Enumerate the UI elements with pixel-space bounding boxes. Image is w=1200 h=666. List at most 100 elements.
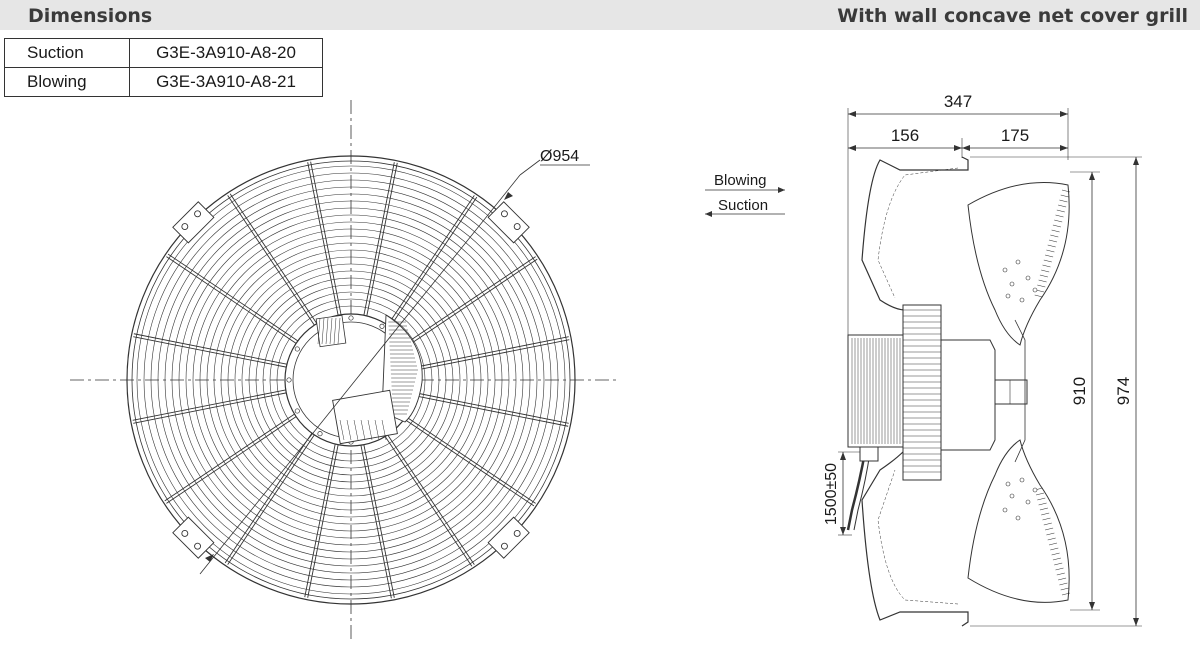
arrow-head <box>504 192 513 200</box>
grill-spoke <box>403 418 535 507</box>
suction-arrow-head <box>705 211 712 217</box>
blade-serration <box>1054 219 1063 223</box>
grill-ring <box>192 221 510 539</box>
grill-ring <box>234 263 468 497</box>
grill-spoke <box>227 434 315 565</box>
blade-serration <box>1046 532 1055 536</box>
terminal-rib <box>374 419 380 441</box>
grill-spoke <box>415 395 569 427</box>
blade-serration <box>1050 547 1059 551</box>
grill-spoke <box>363 444 395 598</box>
blade-serration <box>1042 264 1051 268</box>
arrow-head <box>848 111 856 117</box>
hub-bolt <box>348 315 354 321</box>
table-row: Blowing G3E-3A910-A8-21 <box>4 67 323 97</box>
blade-serration <box>1060 194 1069 198</box>
grill-spoke <box>387 434 475 565</box>
grill-spoke <box>164 413 295 502</box>
side-view <box>838 108 1142 627</box>
terminal-rib <box>353 419 359 441</box>
bracket-hole <box>194 210 202 218</box>
motor-body <box>847 334 904 448</box>
bracket-hole <box>500 542 508 550</box>
blade-hole <box>1025 275 1031 281</box>
grill-spoke <box>133 333 287 365</box>
diameter-leader <box>519 159 541 176</box>
blade-serration <box>1055 214 1064 218</box>
grill-spoke <box>360 445 392 599</box>
hub-bolt <box>286 377 292 383</box>
blade-serration <box>1052 557 1061 561</box>
grill-spoke <box>405 256 536 344</box>
blade-serration <box>1042 517 1051 521</box>
header-title: Dimensions <box>28 5 153 27</box>
blade-serration <box>1046 249 1055 253</box>
arrow-head <box>840 452 846 460</box>
shaft <box>994 379 1028 405</box>
mounting-brackets <box>172 201 530 559</box>
grill-ring <box>143 172 559 588</box>
bracket-plate <box>172 201 215 244</box>
blade-serration <box>1050 234 1059 238</box>
mounting-bracket <box>487 516 530 559</box>
motor-fins <box>851 338 901 444</box>
grill-profile-inner <box>877 167 959 299</box>
grill-ring <box>157 186 545 574</box>
grill-ring <box>276 305 426 455</box>
grill-rings <box>136 165 566 595</box>
blade-serration <box>1047 244 1056 248</box>
gland-rib <box>325 317 329 345</box>
grill-profile-inner <box>877 469 959 605</box>
grill-spoke <box>166 256 297 344</box>
dim-cable-length: 1500±50 <box>823 463 840 525</box>
diameter-dimension-line <box>199 174 521 575</box>
blade-hole <box>1015 259 1021 265</box>
model-label-cell: Suction <box>4 38 130 68</box>
blade-serration <box>1058 577 1067 581</box>
blade-hole <box>1015 515 1021 521</box>
rotor-housing <box>940 339 996 451</box>
grill-ring <box>185 214 517 546</box>
grill-spoke <box>166 416 297 504</box>
blade-hole <box>1005 293 1011 299</box>
bracket-hole <box>500 210 508 218</box>
blade-serration <box>1058 204 1067 208</box>
bracket-plate <box>487 516 530 559</box>
grill-ring <box>262 291 440 469</box>
lower-blade <box>967 439 1070 603</box>
blade-hole <box>1032 487 1038 493</box>
gland-rib <box>317 317 321 345</box>
blowing-arrow-head <box>778 187 785 193</box>
blade-serration <box>1034 294 1043 298</box>
blade-hole <box>1019 297 1025 303</box>
blade-serration <box>1051 229 1060 233</box>
grill-ring <box>213 242 489 518</box>
grill-ring <box>227 256 475 504</box>
blade-hole <box>1032 287 1038 293</box>
terminal-rib <box>367 419 373 441</box>
grill-spoke <box>363 162 395 316</box>
hub-bolt <box>317 431 323 437</box>
blade-serration <box>1056 209 1065 213</box>
mounting-bracket <box>487 201 530 244</box>
grill-ring <box>150 179 552 581</box>
arrow-head <box>962 145 970 151</box>
table-row: Suction G3E-3A910-A8-20 <box>4 38 323 68</box>
blade-serration <box>1052 224 1061 228</box>
blade-serration <box>1039 274 1048 278</box>
blade-serration <box>1061 189 1071 193</box>
blade-serration <box>1061 592 1071 596</box>
outer-ring <box>126 155 576 605</box>
terminal-box <box>332 389 398 445</box>
model-label-cell: Blowing <box>4 67 130 97</box>
terminal-rib <box>360 419 366 441</box>
bracket-plate <box>172 516 215 559</box>
grill-ring <box>178 207 524 553</box>
grill-spoke <box>389 196 478 328</box>
blade-hole <box>1009 281 1015 287</box>
dim-outer-height: 974 <box>1114 377 1133 405</box>
grill-ring <box>255 284 447 476</box>
arrow-head <box>205 554 214 562</box>
dim-inner-height: 910 <box>1070 377 1089 405</box>
grill-spoke <box>415 392 569 424</box>
